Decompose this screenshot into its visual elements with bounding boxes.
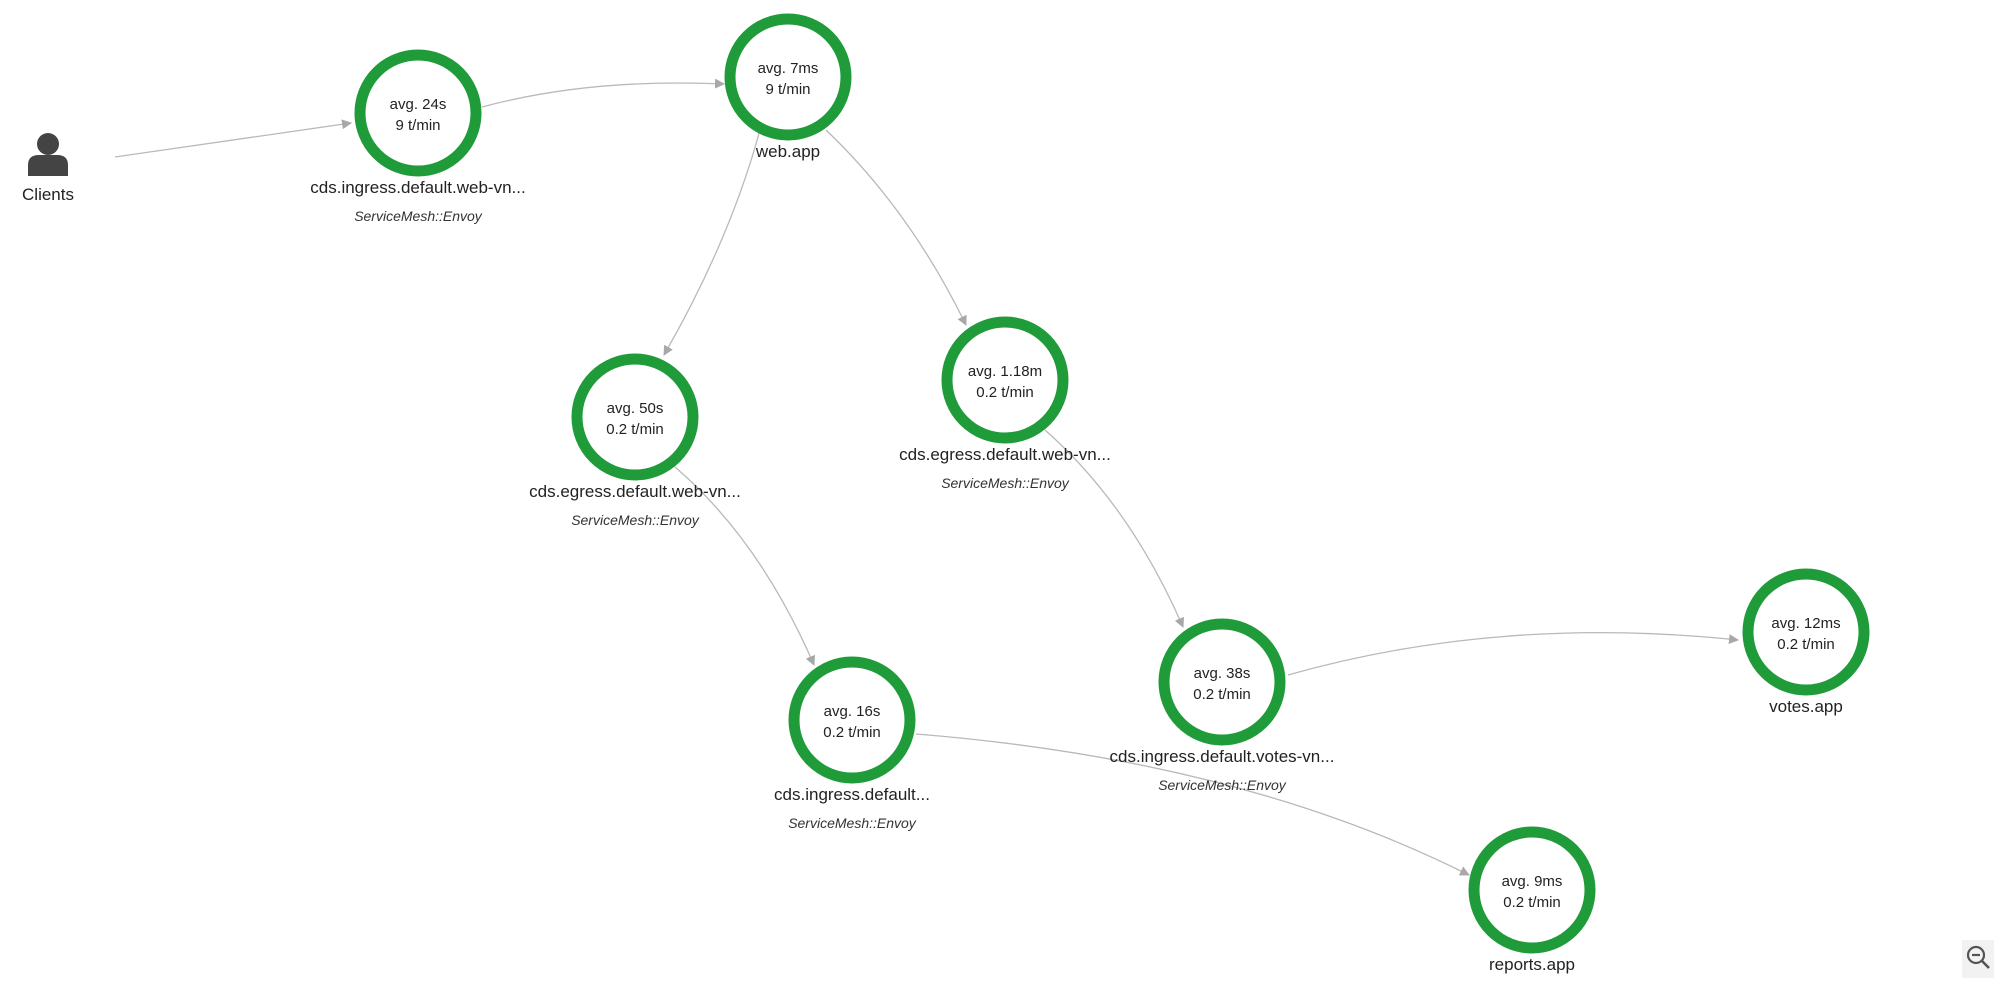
throughput: 0.2 t/min xyxy=(1503,894,1561,911)
edge-egress-web-2-to-ingress-votes[interactable] xyxy=(1044,429,1184,628)
edges-layer xyxy=(114,78,1739,876)
service-type: ServiceMesh::Envoy xyxy=(354,208,483,224)
service-type: ServiceMesh::Envoy xyxy=(571,512,700,528)
edge-web-app-to-egress-web-2[interactable] xyxy=(825,129,967,326)
clients-label: Clients xyxy=(22,185,74,204)
service-name: cds.ingress.default.web-vn... xyxy=(310,178,525,197)
service-type: ServiceMesh::Envoy xyxy=(1158,777,1287,793)
nodes-layer: avg. 24s 9 t/min cds.ingress.default.web-v… xyxy=(310,13,1870,974)
avg-latency: avg. 7ms xyxy=(758,60,819,77)
service-name: cds.ingress.default... xyxy=(774,785,930,804)
zoom-out-icon xyxy=(1966,945,1990,969)
avg-latency: avg. 1.18m xyxy=(968,363,1042,380)
edge-egress-web-1-to-ingress-default[interactable] xyxy=(674,466,816,666)
user-icon xyxy=(28,133,68,176)
health-ring xyxy=(941,316,1069,444)
avg-latency: avg. 9ms xyxy=(1502,873,1563,890)
avg-latency: avg. 38s xyxy=(1194,665,1251,682)
zoom-out-button[interactable] xyxy=(1962,940,1994,978)
service-name: reports.app xyxy=(1489,955,1575,974)
service-type: ServiceMesh::Envoy xyxy=(788,815,917,831)
throughput: 9 t/min xyxy=(765,81,810,98)
service-node-egress-web-2[interactable]: avg. 1.18m 0.2 t/min cds.egress.default.we… xyxy=(899,316,1111,491)
edge-ingress-votes-to-votes-app[interactable] xyxy=(1287,632,1739,676)
edge-clients-to-ingress-web[interactable] xyxy=(114,119,352,158)
throughput: 0.2 t/min xyxy=(823,724,881,741)
avg-latency: avg. 12ms xyxy=(1771,615,1840,632)
health-ring xyxy=(354,49,482,177)
throughput: 9 t/min xyxy=(395,117,440,134)
edge-ingress-web-to-web-app[interactable] xyxy=(481,78,725,108)
service-name: cds.egress.default.web-vn... xyxy=(899,445,1111,464)
clients-node[interactable]: Clients xyxy=(22,133,74,204)
health-ring xyxy=(724,13,852,141)
health-ring xyxy=(1468,826,1596,954)
service-name: cds.ingress.default.votes-vn... xyxy=(1110,747,1335,766)
edge-web-app-to-egress-web-1[interactable] xyxy=(663,129,761,356)
service-name: cds.egress.default.web-vn... xyxy=(529,482,741,501)
edge-ingress-default-to-reports-app[interactable] xyxy=(915,733,1470,876)
health-ring xyxy=(571,353,699,481)
service-node-ingress-web[interactable]: avg. 24s 9 t/min cds.ingress.default.web-v… xyxy=(310,49,526,224)
service-node-ingress-default[interactable]: avg. 16s 0.2 t/min cds.ingress.default... S… xyxy=(774,656,930,831)
throughput: 0.2 t/min xyxy=(1777,636,1835,653)
throughput: 0.2 t/min xyxy=(1193,686,1251,703)
health-ring xyxy=(1158,618,1286,746)
throughput: 0.2 t/min xyxy=(976,384,1034,401)
service-node-votes-app[interactable]: avg. 12ms 0.2 t/min votes.app xyxy=(1742,568,1870,716)
avg-latency: avg. 50s xyxy=(607,400,664,417)
service-node-ingress-votes[interactable]: avg. 38s 0.2 t/min cds.ingress.default.vot… xyxy=(1110,618,1335,793)
avg-latency: avg. 16s xyxy=(824,703,881,720)
health-ring xyxy=(788,656,916,784)
throughput: 0.2 t/min xyxy=(606,421,664,438)
service-node-reports-app[interactable]: avg. 9ms 0.2 t/min reports.app xyxy=(1468,826,1596,974)
avg-latency: avg. 24s xyxy=(390,96,447,113)
service-type: ServiceMesh::Envoy xyxy=(941,475,1070,491)
service-name: votes.app xyxy=(1769,697,1843,716)
service-node-egress-web-1[interactable]: avg. 50s 0.2 t/min cds.egress.default.web-… xyxy=(529,353,741,528)
service-node-web-app[interactable]: avg. 7ms 9 t/min web.app xyxy=(724,13,852,161)
health-ring xyxy=(1742,568,1870,696)
service-name: web.app xyxy=(755,142,820,161)
